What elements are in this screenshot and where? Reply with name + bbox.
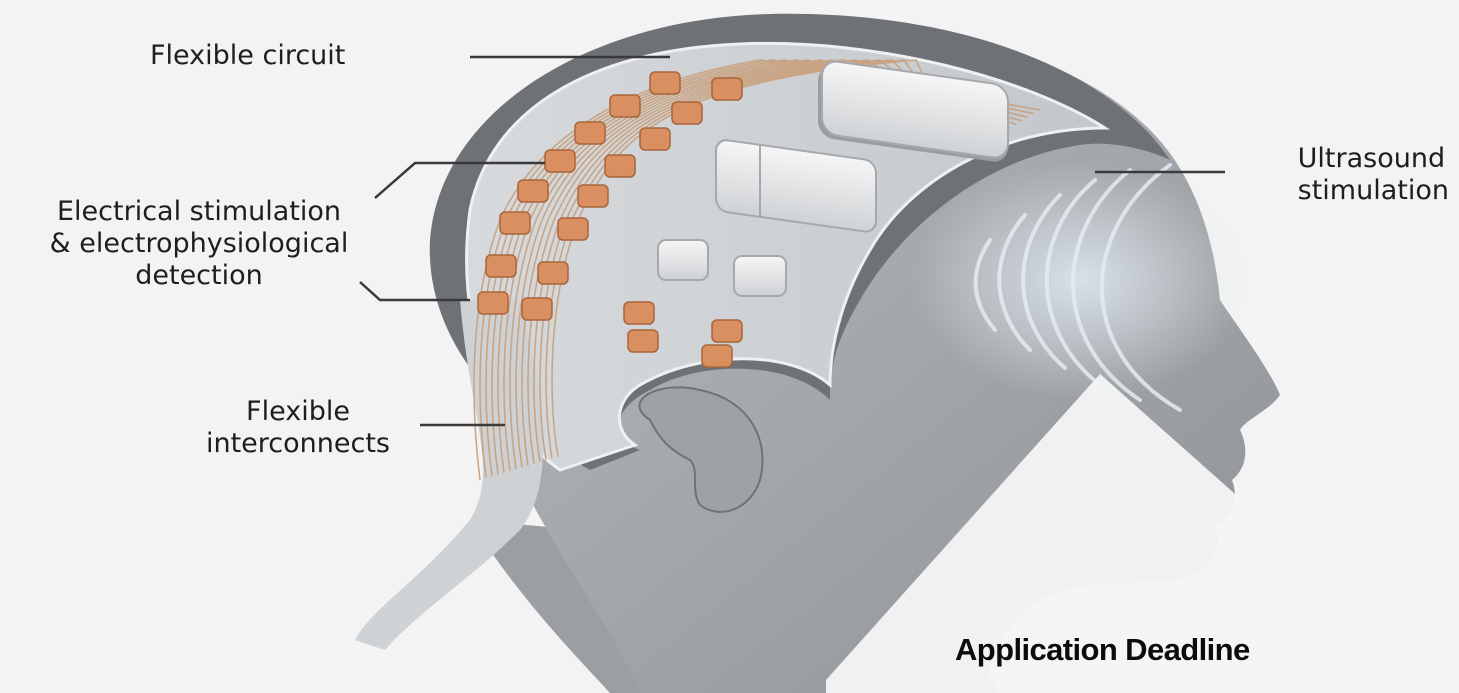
electrode-pad	[545, 150, 575, 172]
label-text: Flexible circuit	[150, 40, 345, 72]
electrode-pad	[628, 330, 658, 352]
electrode-pad	[712, 78, 742, 100]
label-flexible-circuit: Flexible circuit	[150, 40, 345, 72]
electrode-pad	[640, 128, 670, 150]
interconnect-ribbon	[355, 300, 543, 650]
electrode-pad	[500, 212, 530, 234]
label-line: interconnects	[168, 428, 428, 460]
label-flexible-interconnects: Flexible interconnects	[168, 396, 428, 460]
electrode-pad	[712, 320, 742, 342]
electrode-pad	[578, 185, 608, 207]
electrode-pad	[478, 292, 508, 314]
electrode-pad	[624, 302, 654, 324]
electrode-pad	[672, 102, 702, 124]
label-ultrasound-stimulation: Ultrasound stimulation	[1298, 143, 1449, 207]
small-chip-1	[658, 240, 708, 280]
electrode-pad	[486, 255, 516, 277]
small-chip-2	[734, 256, 786, 296]
label-electrical-stimulation: Electrical stimulation & electrophysiolo…	[8, 196, 390, 292]
electrode-pad	[702, 345, 732, 367]
electrode-pad	[538, 262, 568, 284]
electrode-pad	[650, 72, 680, 94]
label-line: stimulation	[1298, 175, 1449, 207]
electrode-pad	[610, 95, 640, 117]
electrode-pad	[558, 218, 588, 240]
electrode-pad	[605, 155, 635, 177]
electrode-pad	[522, 298, 552, 320]
label-line: & electrophysiological	[8, 228, 390, 260]
label-line: detection	[8, 260, 390, 292]
label-line: Electrical stimulation	[8, 196, 390, 228]
label-line: Flexible	[168, 396, 428, 428]
electrode-pad	[575, 122, 605, 144]
label-line: Ultrasound	[1298, 143, 1449, 175]
banner-title: Application Deadline	[955, 632, 1250, 668]
electrode-pad	[518, 180, 548, 202]
